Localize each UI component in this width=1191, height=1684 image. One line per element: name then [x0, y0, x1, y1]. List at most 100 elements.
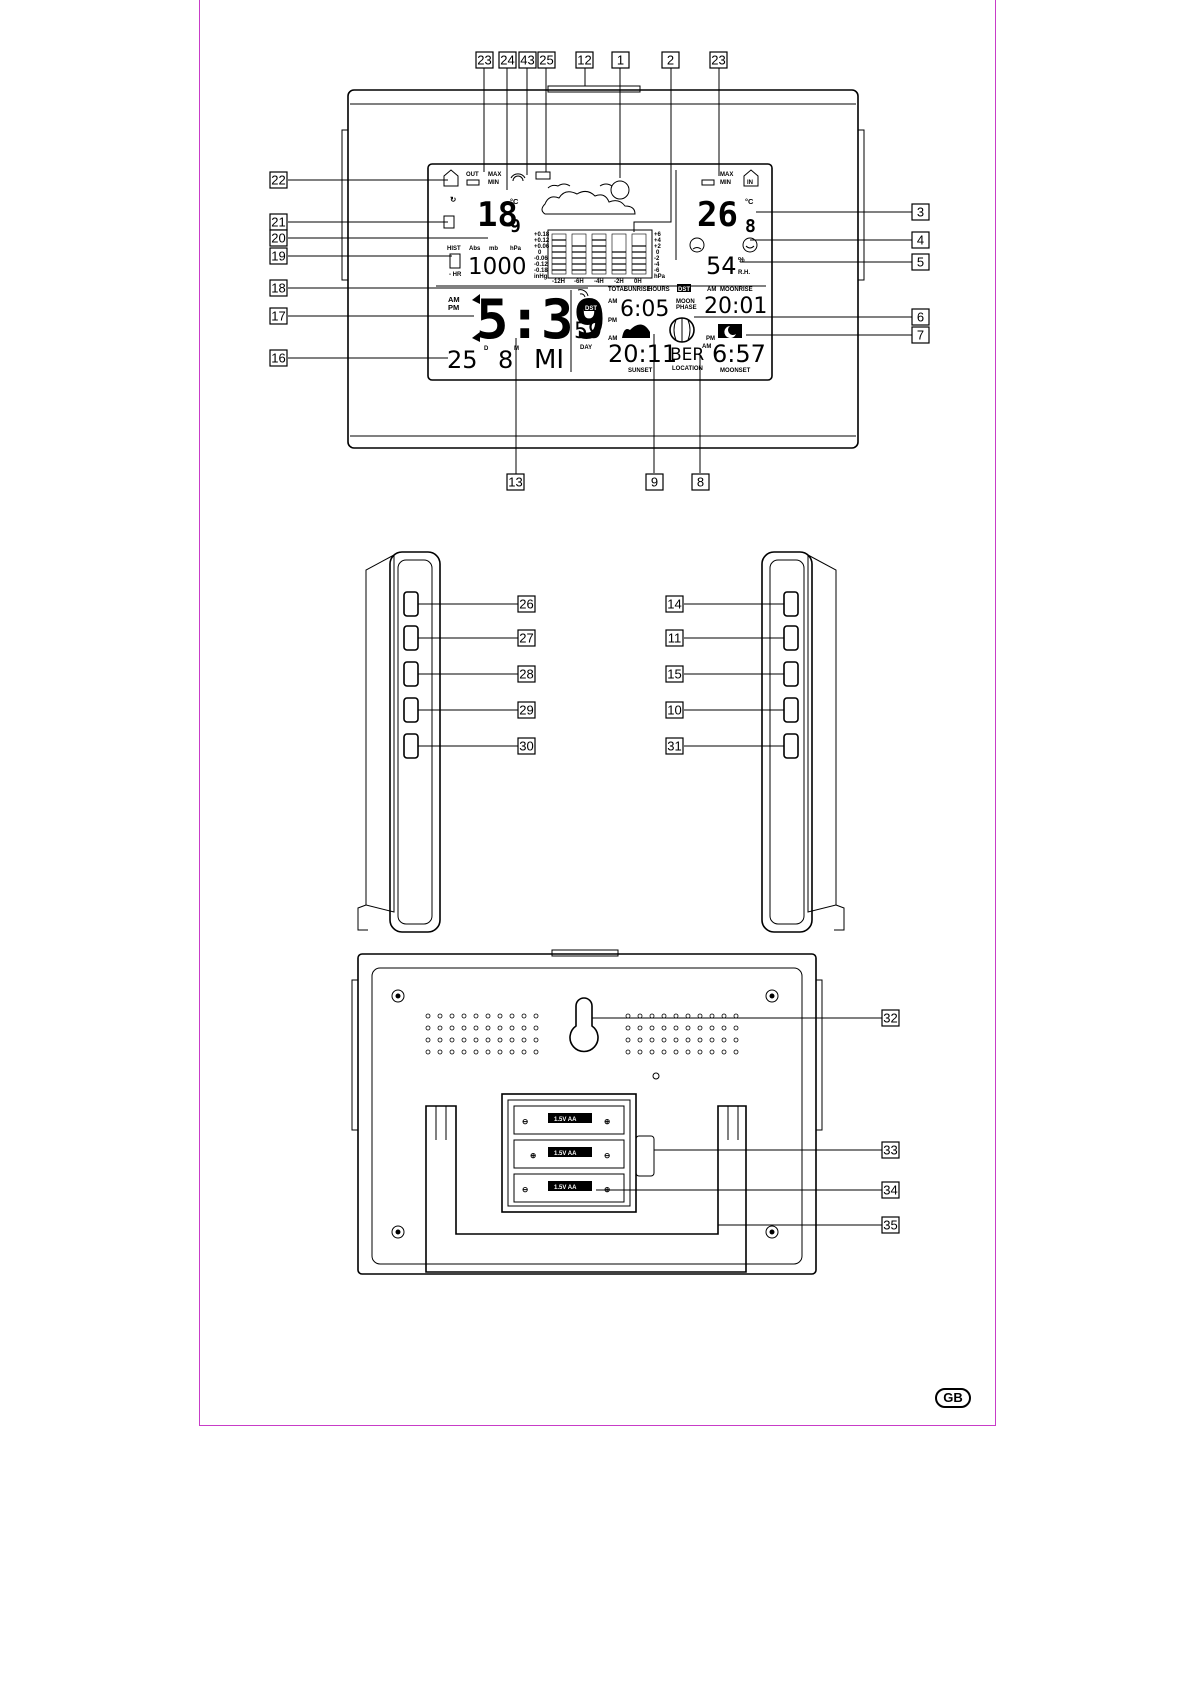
callout-1: 1 — [617, 53, 624, 68]
side-button-11 — [783, 625, 799, 651]
sunrise-time: 6:05 — [620, 297, 669, 322]
callout-20: 20 — [271, 231, 285, 246]
sunset-am-label: AM — [608, 336, 617, 342]
indoor-block: MAX MIN IN 26 8 °C 54 % R.H. — [689, 169, 759, 280]
indoor-max-label: MAX — [720, 172, 733, 178]
svg-text:inHg: inHg — [534, 274, 548, 280]
svg-text:-4: -4 — [654, 262, 660, 268]
callout-7: 7 — [917, 328, 924, 343]
sad-face-icon — [689, 237, 705, 253]
humidity-label: R.H. — [738, 270, 750, 276]
callout-17: 17 — [271, 309, 285, 324]
pressure-graph: +0.18 +0.12 +0.06 0 -0.06 -0.12 -0.18 in… — [534, 229, 666, 285]
date-day: 25 — [447, 346, 478, 374]
callout-32: 32 — [883, 1011, 897, 1026]
svg-text:+2: +2 — [654, 244, 662, 250]
signal-icon — [510, 173, 526, 182]
battery-1-plus: ⊕ — [604, 1117, 611, 1126]
front-housing — [347, 89, 859, 449]
outdoor-house-icon — [443, 169, 459, 187]
date-d-label: D — [484, 346, 489, 352]
sun-dst-badge: DST — [678, 287, 690, 293]
callout-12: 12 — [577, 53, 591, 68]
moonrise-am-label: AM — [707, 287, 716, 293]
clock-dst-badge-bg — [584, 303, 598, 311]
moonset-am-label: AM — [702, 344, 711, 350]
screw-top-right — [765, 989, 779, 1003]
moon-phase-label-2: PHASE — [676, 305, 697, 311]
sunset-time: 20:11 — [608, 340, 677, 368]
clock-time: 5:39 — [476, 288, 606, 351]
callout-19: 19 — [271, 249, 285, 264]
moonset-label: MOONSET — [720, 368, 751, 374]
callout-30: 30 — [519, 739, 533, 754]
callout-29: 29 — [519, 703, 533, 718]
day-label: DAY — [580, 345, 592, 351]
callout-23a: 23 — [477, 53, 491, 68]
location-code: BER — [670, 345, 704, 365]
moonset-time: 6:57 — [712, 340, 766, 368]
sun-icon — [610, 180, 630, 200]
moonrise-time: 20:01 — [704, 294, 767, 319]
callout-13: 13 — [508, 475, 522, 490]
forecast-block — [535, 171, 636, 215]
moonrise-label: MOONRISE — [720, 287, 753, 293]
front-callouts-bottom: 13 9 8 — [506, 334, 710, 491]
svg-text:-2H: -2H — [614, 279, 624, 285]
left-side-view: 26 27 28 29 30 — [357, 551, 536, 933]
indoor-min-label: MIN — [720, 180, 731, 186]
callout-31: 31 — [667, 739, 681, 754]
callout-10: 10 — [667, 703, 681, 718]
svg-text:0: 0 — [538, 250, 542, 256]
sunset-pm-label: PM — [608, 318, 617, 324]
pressure-block: HIST - HR Abs mb hPa 1000 — [447, 246, 527, 280]
top-button-12 — [547, 85, 641, 93]
location-label: LOCATION — [672, 366, 703, 372]
sunset-label: SUNSET — [628, 368, 653, 374]
callout-24: 24 — [500, 53, 514, 68]
callout-21: 21 — [271, 215, 285, 230]
graph-right-scale: +6 +4 +2 0 -2 -4 -6 hPa — [654, 232, 666, 280]
screw-top-left — [391, 989, 405, 1003]
callout-3: 3 — [917, 205, 924, 220]
svg-text:hPa: hPa — [654, 274, 666, 280]
reset-hole — [652, 1072, 660, 1080]
graph-left-scale: +0.18 +0.12 +0.06 0 -0.06 -0.12 -0.18 in… — [534, 232, 550, 280]
svg-text:-4H: -4H — [594, 279, 604, 285]
callout-18: 18 — [271, 281, 285, 296]
callout-9: 9 — [651, 475, 658, 490]
svg-text:-12H: -12H — [552, 279, 565, 285]
callout-28: 28 — [519, 667, 533, 682]
callout-25: 25 — [539, 53, 553, 68]
svg-text:0H: 0H — [634, 279, 642, 285]
pressure-value: 1000 — [468, 254, 527, 280]
sunrise-label: SUNRISE — [624, 287, 651, 293]
moon-phase-label-1: MOON — [676, 299, 695, 305]
page-frame — [199, 0, 996, 1426]
clock-block: AM PM 5:39 59 DST 25 8 D M MI DAY — [447, 288, 606, 375]
battery-2-plus: ⊕ — [530, 1151, 537, 1160]
side-button-28 — [403, 661, 419, 687]
svg-text:+0.06: +0.06 — [534, 244, 550, 250]
clock-seconds: 59 — [574, 319, 602, 344]
sun-dst-badge-bg — [677, 284, 691, 292]
callout-22: 22 — [271, 173, 285, 188]
side-button-14 — [783, 591, 799, 617]
alarm-bell-icon-1 — [472, 294, 480, 304]
battery-3-minus: ⊖ — [522, 1185, 529, 1194]
svg-text:-0.12: -0.12 — [534, 262, 548, 268]
screw-bottom-right — [765, 1225, 779, 1239]
indoor-temp-dec: 8 — [745, 216, 756, 237]
battery-3: ⊖ 1.5V AA ⊕ — [513, 1173, 625, 1203]
svg-text:-0.06: -0.06 — [534, 256, 548, 262]
in-label: IN — [747, 180, 753, 186]
humidity-value: 54 — [706, 252, 737, 280]
cloud-icon — [541, 190, 636, 215]
callout-33: 33 — [883, 1143, 897, 1158]
front-callouts-right: 3 4 5 6 7 — [694, 203, 930, 344]
outdoor-temp-unit: °C — [510, 197, 519, 206]
outdoor-block: OUT MAX MIN ↻ 18 9 °C — [443, 169, 526, 237]
front-callouts-top: 23 24 43 25 12 1 2 23 — [475, 51, 728, 232]
right-side-view: 14 11 15 10 31 — [665, 551, 845, 933]
callout-6: 6 — [917, 310, 924, 325]
